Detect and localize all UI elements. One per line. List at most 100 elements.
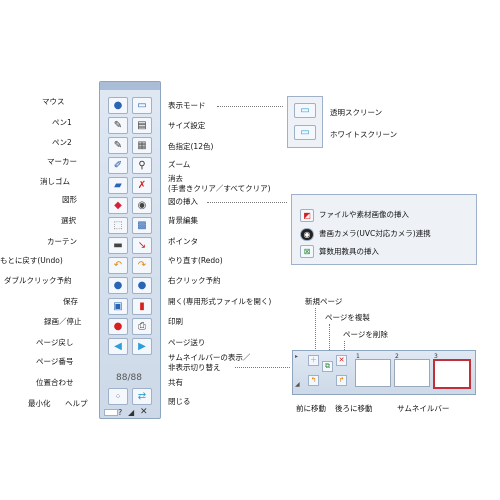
shape-button[interactable]: ◆ xyxy=(108,197,128,214)
document-camera-option[interactable]: ◉ xyxy=(300,228,314,241)
label-move-next: 後ろに移動 xyxy=(335,404,373,413)
leader-delete-page xyxy=(344,341,345,354)
label-new-page: 新規ページ xyxy=(305,297,343,306)
size-button[interactable]: ▤ xyxy=(132,117,152,134)
move-button[interactable]: ◢ xyxy=(128,408,134,417)
math-tools-option[interactable]: ⊠ xyxy=(300,245,314,258)
toolbar: ● ✎ ✎ ✐ ▰ ◆ ⬚ ▬ ↶ ● ▣ ● ◀ ▭ ▤ ▦ ⚲ ✗ ◉ ▩ … xyxy=(99,81,161,419)
leader-insert-image xyxy=(207,202,287,203)
pointer-button[interactable]: ↘ xyxy=(132,237,152,254)
leader-thumbnail xyxy=(235,367,290,368)
pen2-button[interactable]: ✎ xyxy=(108,137,128,154)
label-pointer: ポインタ xyxy=(168,237,198,246)
transparent-screen-icon: ▭ xyxy=(300,104,310,116)
share-icon: ⇄ xyxy=(137,390,147,402)
move-next-icon: ↱ xyxy=(338,376,345,384)
help-icon: ? xyxy=(118,408,123,417)
eraser-button[interactable]: ▰ xyxy=(108,177,128,194)
clear-button[interactable]: ✗ xyxy=(132,177,152,194)
label-undo: もとに戻す(Undo) xyxy=(0,256,63,265)
label-minimize: 最小化 xyxy=(28,399,51,408)
label-page-back: ページ戻し xyxy=(36,338,74,347)
transparent-screen-option[interactable]: ▭ xyxy=(294,103,316,118)
label-document-camera: 書画カメラ(UVC対応カメラ)連携 xyxy=(319,229,431,238)
move-icon: ◢ xyxy=(128,408,135,417)
toolbar-grip[interactable] xyxy=(100,82,160,90)
thumbbar-move-icon[interactable]: ◢ xyxy=(295,381,300,388)
label-pen1: ペン1 xyxy=(52,118,72,127)
page-indicator: 88/88 xyxy=(116,372,142,383)
thumbnail-page-2[interactable] xyxy=(394,359,430,387)
camera-lens-icon: ◉ xyxy=(303,229,311,239)
new-page-button[interactable]: ＋ xyxy=(308,355,319,366)
label-eraser: 消しゴム xyxy=(40,177,70,186)
marker-button[interactable]: ✐ xyxy=(108,157,128,174)
move-prev-button[interactable]: ↰ xyxy=(308,375,319,386)
right-click-icon: ● xyxy=(137,279,147,291)
display-mode-button[interactable]: ▭ xyxy=(132,97,152,114)
undo-button[interactable]: ↶ xyxy=(108,257,128,274)
thumbbar-grip-icon[interactable]: ▸ xyxy=(295,353,299,360)
open-button[interactable]: ▮ xyxy=(132,298,152,315)
thumbnail-page-3[interactable] xyxy=(433,359,471,389)
double-click-button[interactable]: ● xyxy=(108,277,128,294)
close-icon: ✕ xyxy=(140,407,148,417)
curtain-button[interactable]: ▬ xyxy=(108,237,128,254)
label-select: 選択 xyxy=(61,216,76,225)
redo-button[interactable]: ↷ xyxy=(132,257,152,274)
background-button[interactable]: ▩ xyxy=(132,217,152,234)
label-clear-sub: (手書きクリア／すべてクリア) xyxy=(168,184,271,193)
label-curtain: カーテン xyxy=(47,237,77,246)
share-button[interactable]: ⇄ xyxy=(132,388,152,405)
pen-icon: ✎ xyxy=(113,119,123,131)
thumbnail-number-3: 3 xyxy=(434,353,438,360)
insert-file-option[interactable]: ◩ xyxy=(300,209,314,222)
mouse-icon: ● xyxy=(113,99,123,111)
zoom-button[interactable]: ⚲ xyxy=(132,157,152,174)
print-button[interactable]: ⎙ xyxy=(132,318,152,335)
size-icon: ▤ xyxy=(137,119,147,131)
thumbnail-page-1[interactable] xyxy=(355,359,391,387)
minimize-button[interactable] xyxy=(104,409,118,416)
right-click-button[interactable]: ● xyxy=(132,277,152,294)
label-zoom: ズーム xyxy=(168,160,191,169)
clear-icon: ✗ xyxy=(137,179,147,191)
page-back-button[interactable]: ◀ xyxy=(108,338,128,355)
label-right-click: 右クリック予約 xyxy=(168,276,221,285)
label-color: 色指定(12色) xyxy=(168,142,214,151)
display-mode-icon: ▭ xyxy=(137,99,147,111)
mouse-button[interactable]: ● xyxy=(108,97,128,114)
label-open: 開く(専用形式ファイルを開く) xyxy=(168,297,272,306)
shape-icon: ◆ xyxy=(114,199,122,211)
save-button[interactable]: ▣ xyxy=(108,298,128,315)
duplicate-page-button[interactable]: ⧉ xyxy=(322,361,333,372)
printer-icon: ⎙ xyxy=(138,320,146,332)
label-align: 位置合わせ xyxy=(36,378,74,387)
page-forward-button[interactable]: ▶ xyxy=(132,338,152,355)
label-page-forward: ページ送り xyxy=(168,338,206,347)
move-next-button[interactable]: ↱ xyxy=(336,375,347,386)
record-button[interactable]: ● xyxy=(108,318,128,335)
label-shape: 図形 xyxy=(62,195,77,204)
color-button[interactable]: ▦ xyxy=(132,137,152,154)
marker-icon: ✐ xyxy=(113,159,123,171)
select-button[interactable]: ⬚ xyxy=(108,217,128,234)
eraser-icon: ▰ xyxy=(114,179,122,191)
pen1-button[interactable]: ✎ xyxy=(108,117,128,134)
curtain-icon: ▬ xyxy=(113,239,123,251)
align-button[interactable]: ⁘ xyxy=(108,388,128,405)
pen2-icon: ✎ xyxy=(113,139,123,151)
undo-icon: ↶ xyxy=(113,259,123,271)
close-button[interactable]: ✕ xyxy=(140,407,148,417)
label-save: 保存 xyxy=(63,297,78,306)
new-page-icon: ＋ xyxy=(310,356,317,364)
label-print: 印刷 xyxy=(168,317,183,326)
white-screen-option[interactable]: ▭ xyxy=(294,125,316,140)
label-delete-page: ページを削除 xyxy=(343,330,388,339)
delete-page-button[interactable]: ✕ xyxy=(336,355,347,366)
arrow-left-icon: ◀ xyxy=(114,340,122,352)
label-close: 閉じる xyxy=(168,397,191,406)
help-button[interactable]: ? xyxy=(118,408,122,417)
magnifier-icon: ⚲ xyxy=(138,159,146,171)
insert-image-button[interactable]: ◉ xyxy=(132,197,152,214)
